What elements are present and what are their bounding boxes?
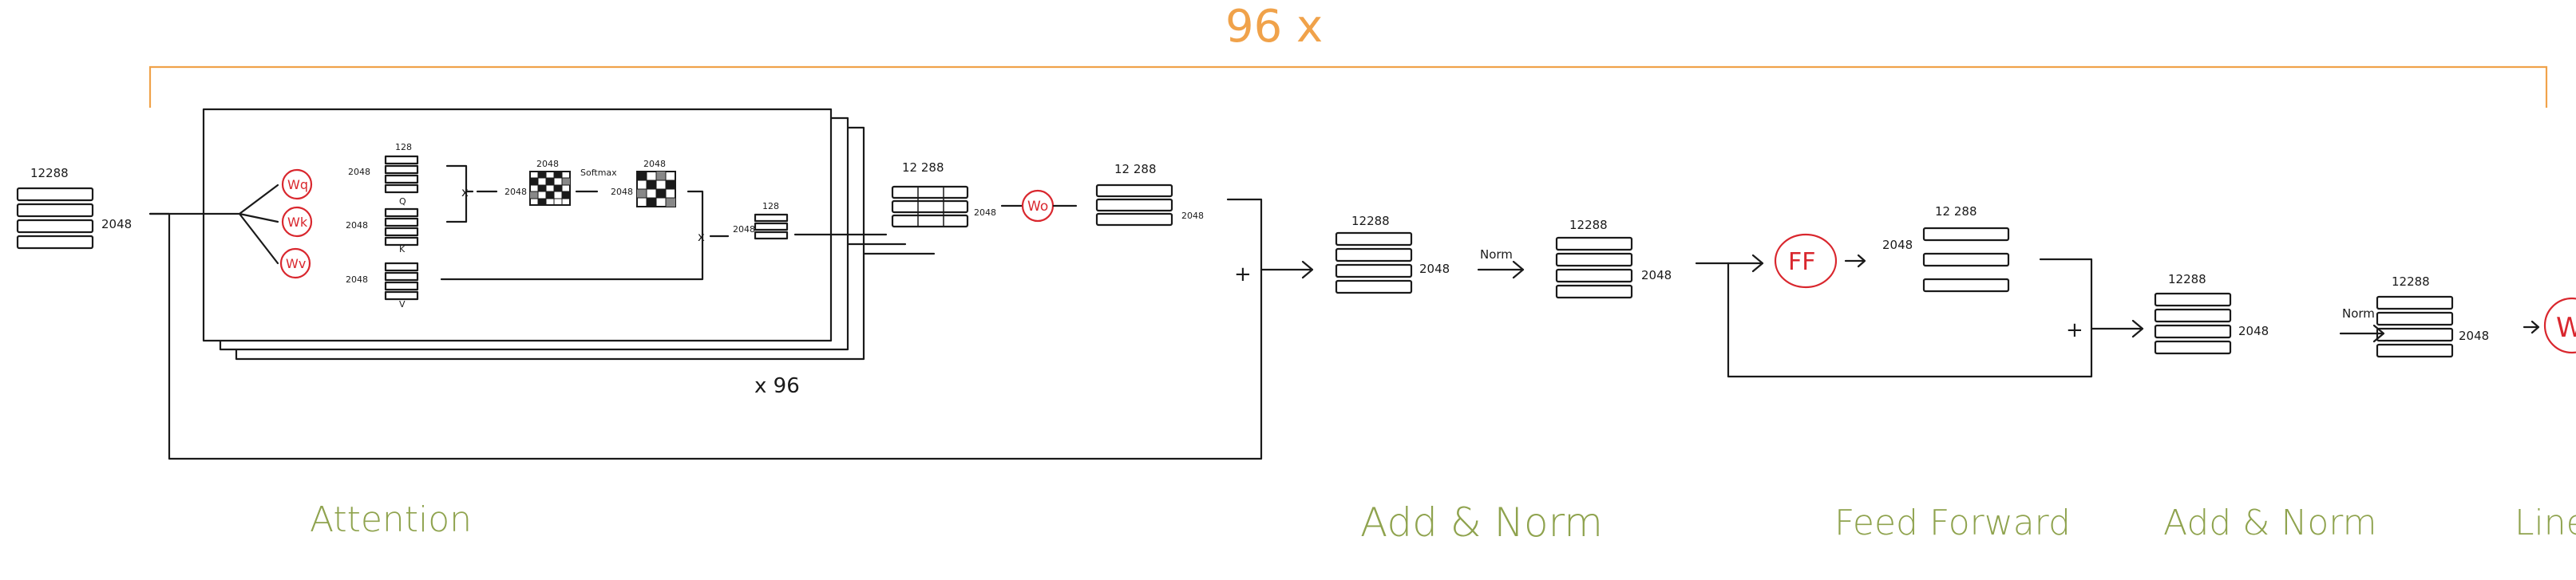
add1-out-height: 2048 bbox=[1641, 268, 1672, 282]
head-out-side-label: 2048 bbox=[733, 224, 755, 235]
repeat-label: 96 x bbox=[1225, 1, 1323, 53]
proj-width-label: 12 288 bbox=[1114, 162, 1157, 176]
k-label: K bbox=[399, 244, 406, 254]
concat-matrix bbox=[891, 185, 969, 228]
softmax-label: Softmax bbox=[580, 168, 617, 178]
wo-label: Wo bbox=[1027, 199, 1048, 215]
section-feed-forward: Feed Forward bbox=[1834, 503, 2071, 543]
q-label: Q bbox=[399, 196, 406, 207]
proj-height-label: 2048 bbox=[1181, 211, 1204, 221]
add1-in-height: 2048 bbox=[1419, 262, 1450, 276]
add2-in-matrix bbox=[2154, 292, 2232, 355]
head-frame-1 bbox=[202, 108, 833, 342]
proj-matrix bbox=[1095, 183, 1173, 227]
sv-bracket bbox=[440, 190, 704, 281]
add2-plus: + bbox=[2066, 318, 2083, 342]
ff-out-height: 2048 bbox=[1882, 238, 1913, 252]
head-out-matrix bbox=[754, 213, 789, 240]
add2-out-width: 12288 bbox=[2392, 274, 2430, 289]
ff-out-matrix bbox=[1922, 227, 2010, 293]
scores-grid bbox=[529, 171, 571, 206]
section-add-norm-2: Add & Norm bbox=[2163, 503, 2376, 543]
final-weight-label: W bbox=[2556, 312, 2576, 344]
input-width-label: 12288 bbox=[30, 166, 69, 180]
section-linear: Linea bbox=[2515, 503, 2576, 543]
add1-out-width: 12288 bbox=[1569, 218, 1608, 232]
qk-bracket bbox=[445, 164, 474, 223]
v-label: V bbox=[399, 299, 406, 310]
ff-label: FF bbox=[1788, 248, 1816, 276]
section-attention: Attention bbox=[310, 499, 472, 540]
concat-width-label: 12 288 bbox=[902, 160, 944, 175]
v-matrix bbox=[384, 262, 419, 301]
final-arrow bbox=[2523, 320, 2540, 334]
add2-in-height: 2048 bbox=[2238, 324, 2269, 338]
norm1-arrow bbox=[1477, 260, 1525, 279]
q-matrix bbox=[384, 155, 419, 194]
wq-label: Wq bbox=[287, 177, 308, 192]
softmax-grid bbox=[636, 171, 676, 207]
final-weight-circle bbox=[2543, 297, 2576, 354]
add1-arrow bbox=[1260, 260, 1314, 279]
add2-arrow bbox=[2090, 319, 2144, 338]
norm2-label: Norm bbox=[2342, 306, 2375, 321]
add1-in-matrix bbox=[1335, 231, 1413, 294]
scores-side-label: 2048 bbox=[505, 187, 527, 197]
norm1-label: Norm bbox=[1480, 247, 1513, 262]
ff-circle bbox=[1774, 233, 1838, 289]
concat-height-label: 2048 bbox=[974, 207, 996, 218]
add1-in-width: 12288 bbox=[1351, 214, 1390, 228]
wv-circle bbox=[279, 247, 311, 279]
ff-in-arrow bbox=[1695, 254, 1764, 273]
head-dim-label: 128 bbox=[395, 142, 412, 152]
input-height-label: 2048 bbox=[101, 217, 132, 231]
input-matrix bbox=[16, 187, 94, 250]
heads-label: x 96 bbox=[754, 374, 800, 398]
add1-out-matrix bbox=[1555, 236, 1633, 299]
section-add-norm-1: Add & Norm bbox=[1360, 499, 1603, 546]
wq-circle bbox=[281, 168, 313, 200]
add2-in-width: 12288 bbox=[2168, 272, 2206, 286]
k-dim-label: 2048 bbox=[346, 220, 368, 231]
soft-side-label: 2048 bbox=[611, 187, 633, 197]
add2-out-height: 2048 bbox=[2459, 329, 2489, 343]
wv-label: Wv bbox=[286, 256, 306, 271]
q-dim-label: 2048 bbox=[348, 167, 370, 177]
scores-top-label: 2048 bbox=[536, 159, 559, 169]
ff-out-width: 12 288 bbox=[1935, 204, 1977, 219]
repeat-bracket bbox=[148, 65, 2548, 108]
qkv-branch bbox=[202, 183, 279, 265]
wk-label: Wk bbox=[287, 215, 308, 230]
qk-mult: x bbox=[461, 185, 469, 199]
residual-line-2 bbox=[1727, 258, 2093, 378]
v-dim-label: 2048 bbox=[346, 274, 368, 285]
add2-out-matrix bbox=[2376, 295, 2454, 358]
soft-top-label: 2048 bbox=[643, 159, 666, 169]
wk-circle bbox=[281, 206, 313, 238]
add1-plus: + bbox=[1234, 262, 1252, 286]
sv-mult: x bbox=[698, 230, 705, 244]
k-matrix bbox=[384, 207, 419, 247]
ff-out-arrow bbox=[1844, 254, 1866, 268]
head-out-dim-label: 128 bbox=[762, 201, 779, 211]
concat-lines bbox=[793, 233, 936, 255]
